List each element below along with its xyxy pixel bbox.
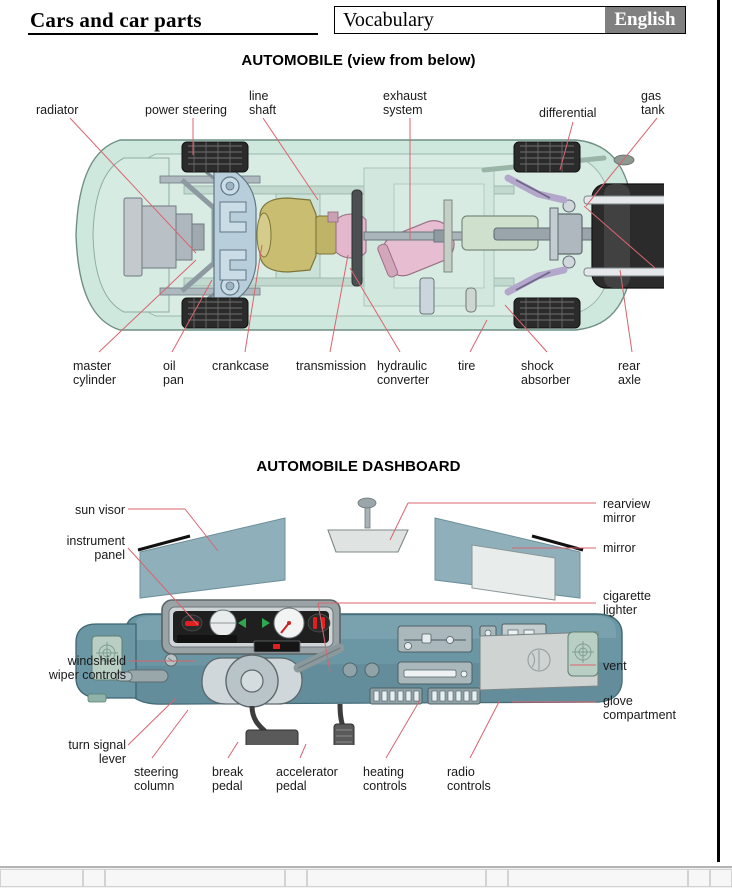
- label-exhaust-system: exhaust system: [383, 89, 427, 117]
- label-mirror: mirror: [603, 541, 636, 555]
- taskbar[interactable]: [0, 866, 732, 888]
- label-crankcase: crankcase: [212, 359, 269, 373]
- taskbar-button[interactable]: [284, 869, 307, 887]
- label-instrument-panel: instrument panel: [66, 534, 125, 562]
- label-steering-column: steering column: [134, 765, 179, 793]
- title-underline: [28, 33, 318, 35]
- label-hydraulic-converter: hydraulic converter: [377, 359, 430, 387]
- label-oil-pan: oil pan: [163, 359, 184, 387]
- page-header: Cars and car parts Vocabulary English: [0, 0, 717, 40]
- label-line-shaft: line shaft: [249, 89, 277, 117]
- label-vent: vent: [603, 659, 627, 673]
- label-shock-absorber: shock absorber: [521, 359, 571, 387]
- dashboard-section-title: AUTOMOBILE DASHBOARD: [256, 458, 461, 475]
- label-break-pedal: break pedal: [212, 765, 244, 793]
- label-windshield-wiper-controls: windshield wiper controls: [48, 654, 126, 682]
- automobile-dashboard-diagram: [40, 490, 640, 759]
- taskbar-button[interactable]: [0, 869, 83, 887]
- taskbar-button[interactable]: [508, 869, 688, 887]
- vocabulary-box: Vocabulary English: [334, 6, 686, 34]
- label-accelerator-pedal: accelerator pedal: [276, 765, 338, 793]
- language-badge: English: [605, 7, 685, 33]
- document-page: Cars and car parts Vocabulary English AU…: [0, 0, 720, 862]
- taskbar-button[interactable]: [688, 869, 710, 887]
- page-title: Cars and car parts: [30, 8, 202, 32]
- label-gas-tank: gas tank: [641, 89, 665, 117]
- taskbar-button[interactable]: [104, 869, 285, 887]
- automobile-section-title: AUTOMOBILE (view from below): [241, 52, 476, 69]
- taskbar-button[interactable]: [82, 869, 105, 887]
- vocabulary-label: Vocabulary: [343, 9, 434, 31]
- label-tire: tire: [458, 359, 476, 373]
- label-cigarette-lighter: cigarette lighter: [603, 589, 651, 617]
- label-heating-controls: heating controls: [363, 765, 407, 793]
- label-glove-compartment: glove compartment: [603, 694, 676, 722]
- taskbar-button[interactable]: [306, 869, 487, 887]
- automobile-underside-diagram: [64, 128, 689, 343]
- label-rear-axle: rear axle: [618, 359, 641, 387]
- label-sun-visor: sun visor: [74, 503, 125, 517]
- taskbar-button[interactable]: [710, 869, 732, 887]
- label-master-cylinder: master cylinder: [73, 359, 117, 387]
- label-turn-signal-lever: turn signal lever: [68, 738, 126, 766]
- label-rearview-mirror: rearview mirror: [603, 497, 651, 525]
- label-radio-controls: radio controls: [447, 765, 491, 793]
- label-radiator: radiator: [36, 103, 79, 117]
- label-power-steering: power steering: [145, 103, 227, 117]
- label-transmission: transmission: [296, 359, 367, 373]
- taskbar-button[interactable]: [486, 869, 509, 887]
- label-differential: differential: [539, 106, 597, 120]
